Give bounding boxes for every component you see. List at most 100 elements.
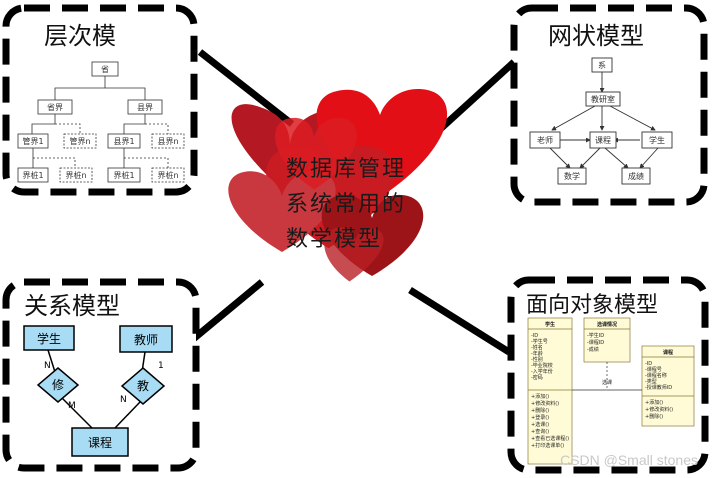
tree-node	[107, 167, 141, 183]
er-diagram: 学生 教师 课程 修 教 N 1 M N	[23, 325, 173, 457]
uml-method: +选课()	[531, 421, 549, 428]
uml-class-name: 课程	[663, 349, 673, 356]
uml-attr: -密码	[531, 374, 543, 381]
panel-relational: 关系模型 学生 教师 课程 修 教 N 1 M N	[2, 278, 200, 472]
er-edge	[61, 397, 93, 429]
er-edge	[114, 401, 141, 429]
relation-label: 教	[137, 378, 149, 393]
entity-student	[23, 325, 75, 351]
tree-node-label: 县界1	[113, 137, 134, 146]
panel-border	[2, 4, 198, 196]
uml-diagram: 学生 -ID -学生号 -姓名 -年龄 -性别 -毕业院校 -入学年份 -密码 …	[527, 317, 695, 465]
tree-node-label: 县界n	[157, 137, 178, 146]
uml-attr: -学生号	[531, 338, 548, 345]
uml-class-name: 学生	[545, 321, 555, 328]
tree-edge	[145, 123, 169, 134]
panel-title: 层次模	[44, 22, 116, 50]
entity-label: 学生	[37, 331, 61, 346]
uml-attr: -毕业院校	[531, 362, 553, 369]
uml-methods: +添加() +修改资料() +删除()	[645, 399, 673, 420]
panel-network: 网状模型 系 教研室 老师 课	[510, 4, 708, 206]
panel-oo: 面向对象模型 学生 -ID -学生号 -姓名 -年龄 -性别 -毕业院校 -入学…	[507, 276, 709, 474]
uml-method: +添加()	[645, 399, 663, 406]
tree-edge	[54, 76, 106, 100]
cardinality-label: 1	[158, 361, 164, 371]
network-edge	[604, 147, 628, 168]
relation-take	[36, 367, 80, 403]
uml-method: +添加()	[531, 393, 549, 400]
uml-class-student	[527, 317, 573, 465]
network-edge	[609, 105, 655, 130]
tree-node	[59, 167, 93, 183]
network-node-label: 学生	[649, 135, 665, 145]
uml-method: +删除()	[531, 407, 549, 414]
network-node	[591, 57, 613, 73]
network-node	[589, 131, 617, 149]
network-edge	[580, 147, 601, 168]
uml-method: +删除()	[645, 413, 663, 420]
uml-attr: -课程名称	[645, 372, 667, 379]
tree-node-label: 界桩n	[65, 170, 86, 180]
network-diagram: 系 教研室 老师 课程 学生 数学 成绩	[529, 57, 673, 185]
tree-node	[63, 133, 97, 149]
tree-node-label: 界桩1	[22, 170, 43, 180]
uml-attrs: -ID -学生号 -姓名 -年龄 -性别 -毕业院校 -入学年份 -密码	[531, 333, 553, 381]
tree-edge	[31, 114, 56, 134]
connector-hierarchical	[197, 49, 295, 127]
cardinality-label: N	[120, 395, 127, 405]
uml-method: +修改资料()	[531, 400, 559, 407]
center-title-line: 数学模型	[286, 227, 383, 252]
uml-attr: -ID	[645, 361, 652, 367]
panel-title: 面向对象模型	[526, 293, 658, 318]
entity-label: 教师	[134, 332, 158, 347]
network-node	[557, 167, 587, 185]
uml-attr: -课程号	[645, 366, 662, 373]
relation-label: 修	[52, 377, 64, 392]
heart-shape	[275, 117, 357, 190]
tree-node-label: 界桩1	[113, 170, 134, 180]
panel-title: 关系模型	[24, 292, 120, 320]
connector-relational	[183, 279, 265, 348]
entity-teacher	[119, 325, 173, 353]
tree-edge	[55, 123, 81, 134]
tree-node	[151, 133, 185, 149]
uml-method: +打印选课单()	[531, 442, 564, 449]
cardinality-label: N	[44, 361, 51, 371]
heart-shape	[228, 171, 336, 252]
entity-label: 课程	[88, 435, 112, 450]
uml-attr: -授课教师ID	[645, 384, 672, 391]
tree-node-label: 管界n	[69, 136, 90, 146]
network-node-label: 系	[598, 60, 606, 70]
center-title-line: 系统常用的	[286, 192, 407, 217]
uml-attr: -姓名	[531, 344, 543, 351]
tree-node-label: 县界	[137, 103, 153, 112]
heart-shape	[324, 227, 384, 282]
network-node	[641, 131, 673, 149]
uml-attr: -年龄	[531, 350, 543, 357]
center-heart-cluster	[228, 89, 448, 282]
center-title-line: 数据库管理	[286, 157, 407, 182]
uml-attr: -类型	[645, 378, 657, 385]
uml-method: +修改资料()	[645, 406, 673, 413]
uml-class-name: 选课情况	[597, 321, 617, 328]
tree-node	[17, 167, 49, 183]
tree-diagram: 省 省界 县界 管界1 管界n 县界1 县界n	[17, 61, 185, 183]
network-node-label: 教研室	[591, 94, 615, 104]
entity-course	[71, 427, 129, 457]
tree-node-label: 界桩n	[157, 170, 178, 180]
network-edge	[549, 147, 570, 168]
uml-method: +登录()	[531, 414, 549, 421]
uml-attr: -性别	[531, 356, 543, 363]
network-node	[529, 131, 561, 149]
tree-node-label: 省界	[47, 102, 63, 112]
uml-link-label: 选课	[602, 379, 612, 386]
cardinality-label: M	[68, 401, 76, 411]
relation-teach	[120, 367, 166, 405]
tree-node	[151, 167, 185, 183]
tree-node-label: 管界1	[22, 136, 43, 146]
er-edge	[47, 349, 56, 373]
uml-attrs: -ID -课程号 -课程名称 -类型 -授课教师ID	[645, 361, 672, 391]
network-node-label: 课程	[595, 136, 611, 145]
tree-node-label: 省	[101, 64, 109, 74]
